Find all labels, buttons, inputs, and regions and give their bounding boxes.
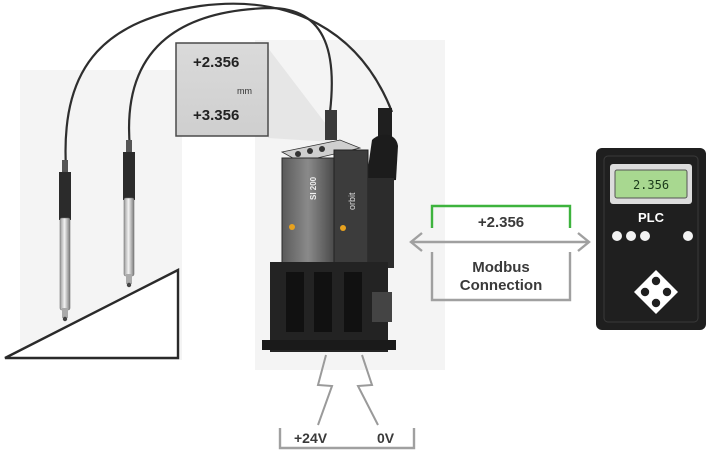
link-value-box	[430, 204, 572, 228]
plc-display-value: 2.356	[633, 178, 669, 192]
si200-module: SI 200 orbit	[262, 108, 398, 352]
link-value: +2.356	[478, 214, 524, 231]
status-led-right	[340, 225, 346, 231]
status-led-left	[289, 224, 295, 230]
plc-label: PLC	[638, 210, 665, 225]
module-brand-left: SI 200	[309, 176, 318, 200]
power-bracket	[278, 428, 416, 450]
plc-button-3[interactable]	[640, 231, 650, 241]
plc-dpad-icon[interactable]	[634, 270, 678, 314]
modbus-connection: +2.356 Modbus Connection	[409, 204, 591, 302]
arrowhead-left	[409, 232, 423, 252]
readout-box: +2.356 mm +3.356	[175, 42, 269, 137]
readout-unit: mm	[237, 86, 252, 96]
probe-2	[123, 140, 135, 288]
power-wires	[316, 354, 379, 426]
plc-device: 2.356 PLC	[596, 148, 706, 330]
workpiece-wedge	[4, 268, 180, 360]
probe-cables	[64, 2, 394, 169]
cable-probe-2	[127, 6, 333, 149]
link-label-line2: Connection	[460, 277, 543, 294]
readout-value-top: +2.356	[193, 54, 239, 71]
probe-1	[59, 160, 71, 322]
wire-positive	[316, 354, 334, 426]
arrowhead-right	[577, 232, 591, 252]
link-label-box	[430, 252, 572, 302]
plc-button-2[interactable]	[626, 231, 636, 241]
link-label-line1: Modbus	[472, 259, 530, 276]
plc-lcd	[614, 169, 688, 199]
readout-value-bottom: +3.356	[193, 107, 239, 124]
cable-probe-1	[64, 2, 394, 169]
power-positive-label: +24V	[294, 430, 328, 446]
plc-button-4[interactable]	[683, 231, 693, 241]
wire-ground	[356, 354, 379, 426]
callout-pointer	[268, 48, 332, 142]
power-ground-label: 0V	[377, 430, 395, 446]
module-brand-right: orbit	[347, 192, 357, 210]
plc-button-1[interactable]	[612, 231, 622, 241]
